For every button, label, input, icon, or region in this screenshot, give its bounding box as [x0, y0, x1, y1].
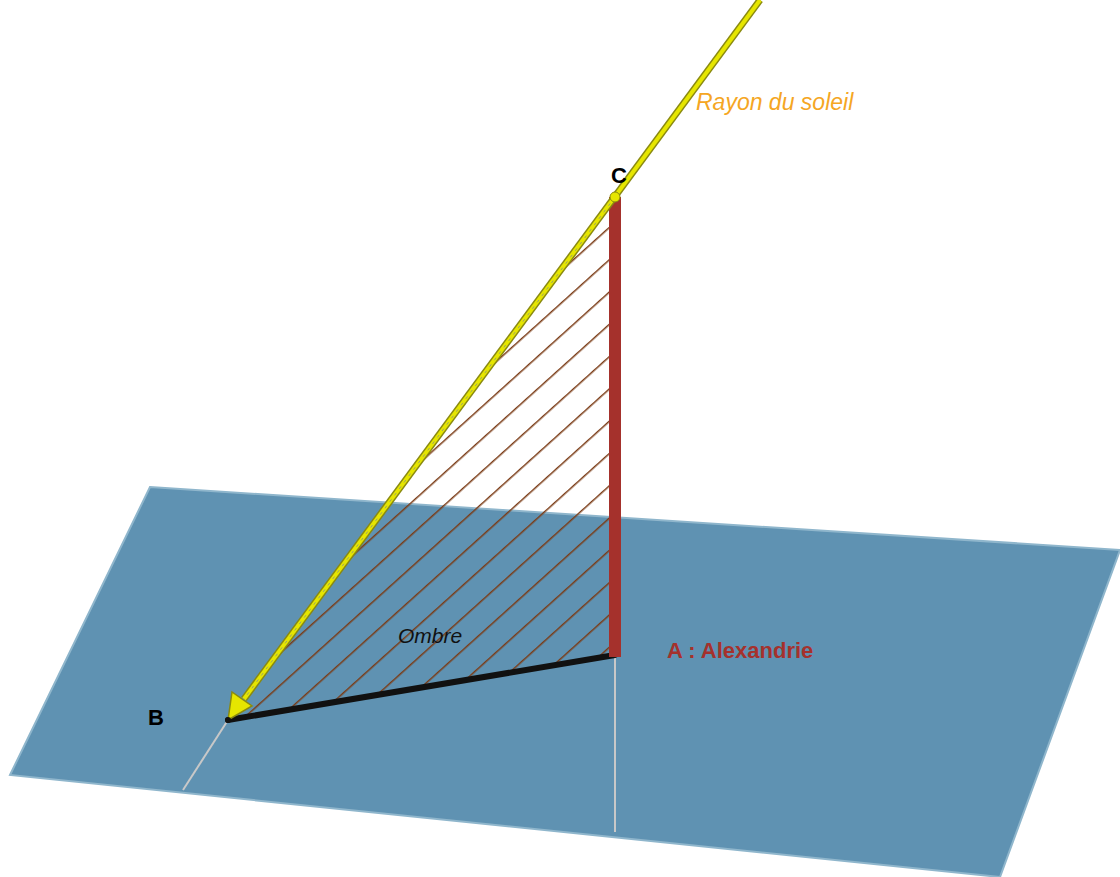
point-b: [225, 717, 231, 723]
sun-ray-dashes: [244, 197, 615, 699]
point-label: B: [148, 706, 164, 730]
pole: [609, 197, 621, 657]
ray-trace: [183, 720, 228, 790]
sun-ray: [244, 0, 760, 699]
ray-label: Rayon du soleil: [696, 90, 853, 115]
arrow-head: [228, 692, 252, 720]
shadow-line: [228, 655, 615, 720]
point-label: C: [611, 164, 627, 188]
point-c: [610, 192, 620, 202]
shadow-label: Ombre: [398, 624, 462, 647]
sun-ray-outline: [244, 0, 760, 699]
city-label: A : Alexandrie: [667, 639, 813, 663]
vertical-trace: [614, 655, 616, 832]
